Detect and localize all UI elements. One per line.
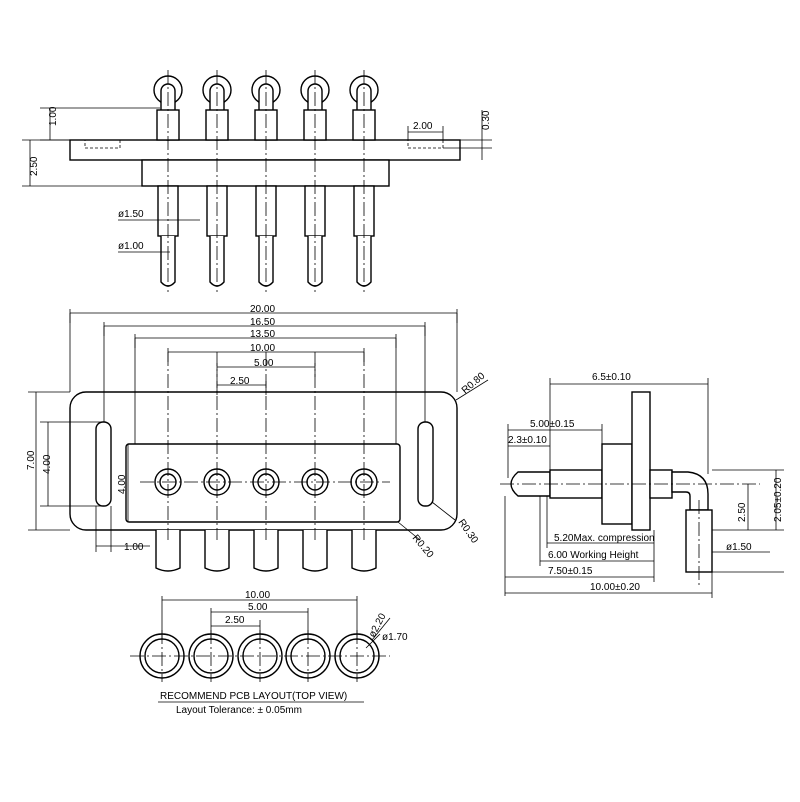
- dim-label: 6.00 Working Height: [548, 550, 639, 561]
- dim-label: R0.20: [410, 533, 436, 561]
- front-view-left-slot: [95, 421, 112, 507]
- dim-label: 20.00: [250, 304, 275, 315]
- leader-line: [397, 521, 421, 541]
- top-view-right-slot: [407, 139, 444, 149]
- dim-label: 2.3±0.10: [508, 435, 547, 446]
- dim-label: 5.00: [254, 358, 274, 369]
- dim-label: 4.00: [42, 454, 53, 474]
- dim-label: 5.00±0.15: [530, 419, 575, 430]
- pcb-title: RECOMMEND PCB LAYOUT(TOP VIEW): [160, 691, 347, 702]
- dim-label: 10.00±0.20: [590, 582, 640, 593]
- front-pin-tail: [351, 530, 377, 572]
- dim-label: ø1.70: [382, 632, 408, 643]
- dim-label: 2.50: [29, 156, 40, 176]
- leader-line: [431, 501, 456, 521]
- side-view-flange: [631, 391, 651, 531]
- dim-label: 2.50: [225, 615, 245, 626]
- dim-label: R0.80: [460, 370, 488, 396]
- top-view-pins: [153, 70, 379, 292]
- dim-label: 5.20Max. compression: [554, 533, 655, 544]
- dim-label: 5.00: [248, 602, 268, 613]
- dim-label: 2.05±0.20: [773, 477, 784, 522]
- dim-label: 0.30: [481, 110, 492, 130]
- top-view-body: [141, 159, 390, 187]
- front-view: 20.00 16.50 13.50 10.00 5.00 2.50 R0.80 …: [26, 304, 489, 572]
- top-view-flange: [69, 139, 461, 161]
- dim-label: 13.50: [250, 329, 275, 340]
- dim-label: 2.00: [413, 121, 433, 132]
- dim-label: 7.50±0.15: [548, 566, 593, 577]
- front-pin-tail: [204, 530, 230, 572]
- dim-label: ø1.50: [118, 209, 144, 220]
- top-view-left-slot: [84, 139, 121, 149]
- dim-label: ø1.00: [118, 241, 144, 252]
- dim-label: 2.50: [230, 376, 250, 387]
- pcb-tolerance: Layout Tolerance: ± 0.05mm: [176, 705, 302, 716]
- dim-label: 2.50: [737, 502, 748, 522]
- front-view-right-slot: [417, 421, 434, 507]
- dim-label: 6.5±0.10: [592, 372, 631, 383]
- dim-label: 10.00: [250, 343, 275, 354]
- dim-label: 7.00: [26, 450, 37, 470]
- leader-line: [371, 617, 391, 641]
- pcb-layout: 10.00 5.00 2.50 ø2.20 ø1.70 RECOMMEND PC…: [130, 590, 408, 716]
- front-view-top-dims: [69, 309, 458, 444]
- leader-line: [365, 633, 381, 649]
- dim-label: 1.00: [48, 106, 59, 126]
- front-pin-tail: [302, 530, 328, 572]
- dim-label: 10.00: [245, 590, 270, 601]
- side-view: 6.5±0.10 5.00±0.15 2.3±0.10 2.05±0.20 2.…: [500, 372, 784, 598]
- side-view-bent-tail: [671, 471, 709, 511]
- top-view: 1.00 2.50 2.00 0.30 ø1.50 ø1.00: [22, 70, 492, 292]
- front-pin-tail: [155, 530, 181, 572]
- dim-label: 1.00: [124, 542, 144, 553]
- dim-label: ø1.50: [726, 542, 752, 553]
- front-pin-tail: [253, 530, 279, 572]
- dim-label: 16.50: [250, 317, 275, 328]
- dim-label: R0.30: [456, 517, 481, 546]
- front-view-lower-pins: [155, 530, 377, 572]
- dim-label: 4.00: [117, 474, 128, 494]
- leader-line: [455, 379, 489, 401]
